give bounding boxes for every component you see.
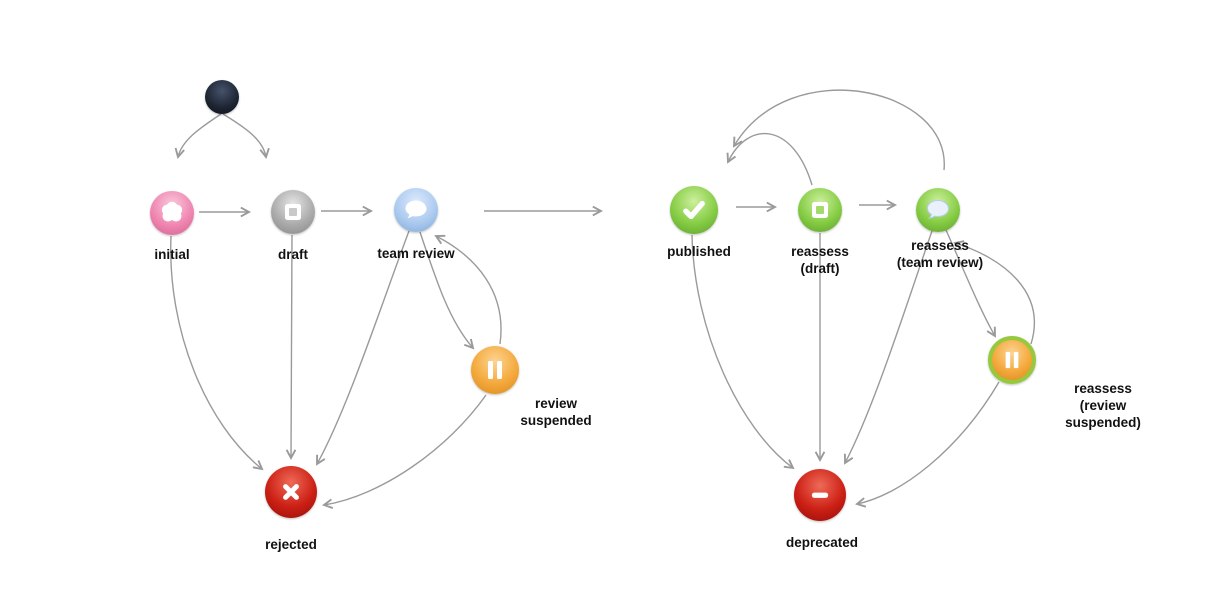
node-team-review	[394, 188, 438, 232]
node-team-review-label: team review	[377, 246, 455, 261]
node-review-suspended-label: review suspended	[520, 396, 592, 428]
speech-bubble-icon	[926, 199, 950, 219]
node-initial	[150, 191, 194, 235]
node-draft-label: draft	[278, 247, 308, 262]
edge-start-draft	[222, 113, 270, 159]
node-deprecated-label: deprecated	[785, 535, 859, 550]
node-reassess-review-suspended-label: reassess (review suspended)	[1065, 381, 1141, 430]
square-icon	[285, 204, 301, 220]
edge-review-suspended-team-review	[434, 234, 502, 345]
edge-reassess-review-suspended-deprecated	[855, 381, 1000, 508]
node-reassess-draft-label: reassess (draft)	[791, 244, 849, 276]
node-rejected-label: rejected	[265, 537, 317, 552]
edge-published-deprecated	[691, 234, 795, 470]
node-published	[670, 186, 718, 234]
edge-review-suspended-rejected	[322, 394, 487, 509]
node-reassess-draft	[798, 188, 842, 232]
pause-icon	[1005, 351, 1019, 369]
node-published-label: published	[667, 244, 731, 259]
speech-bubble-icon	[405, 200, 427, 219]
edge-start-initial	[174, 113, 222, 159]
edge-reassess-draft-published	[726, 132, 813, 186]
edge-initial-rejected	[170, 235, 264, 471]
node-reassess-team-review	[916, 188, 960, 232]
node-deprecated	[794, 469, 846, 521]
node-start	[205, 80, 239, 114]
minus-icon	[811, 492, 829, 498]
cloud-icon	[161, 201, 183, 222]
edge-reassess-team-review-reassess-review-suspended	[945, 229, 996, 338]
cross-icon	[283, 484, 299, 500]
edge-reassess-team-review-published	[732, 89, 945, 171]
node-initial-label: initial	[154, 247, 190, 262]
edge-reassess-team-review-deprecated	[843, 230, 933, 465]
check-icon	[683, 200, 705, 220]
edge-reassess-review-suspended-reassess-team-review	[953, 240, 1036, 345]
edge-draft-rejected	[285, 234, 297, 460]
square-icon	[812, 202, 828, 218]
edge-team-review-review-suspended	[419, 231, 475, 350]
pause-icon	[488, 361, 502, 379]
node-draft	[271, 190, 315, 234]
node-reassess-review-suspended	[988, 336, 1036, 384]
node-review-suspended	[471, 346, 519, 394]
edge-team-review-rejected	[316, 230, 410, 466]
node-reassess-team-review-label: reassess (team review)	[896, 238, 984, 270]
node-rejected	[265, 466, 317, 518]
